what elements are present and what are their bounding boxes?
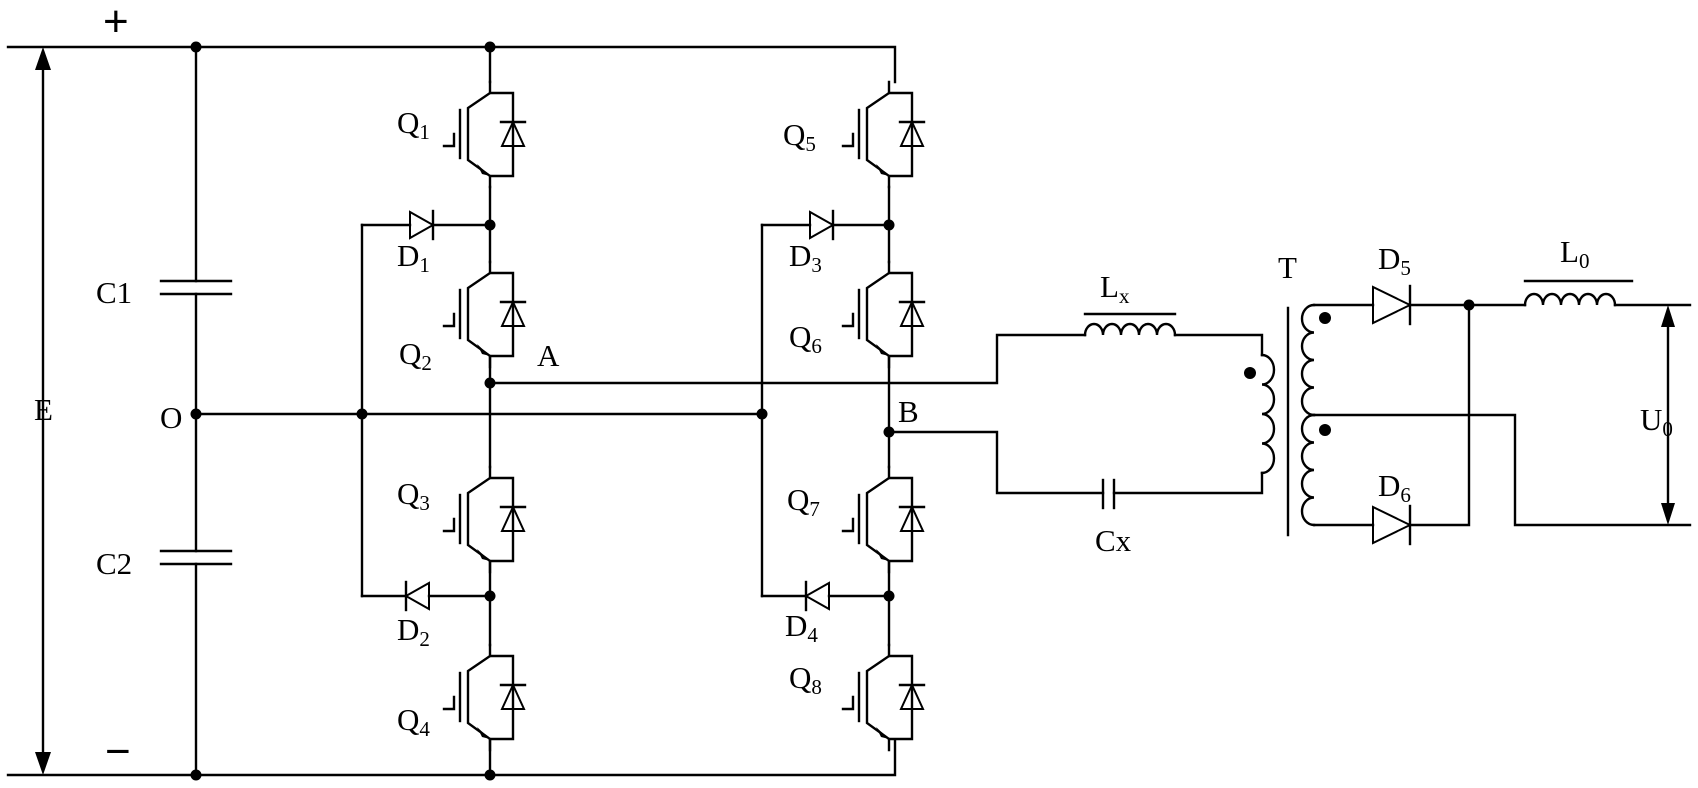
switch-q2-label: Q2 xyxy=(399,336,432,375)
clamp-diode-d2 xyxy=(403,580,430,612)
junction-dots xyxy=(190,41,1475,781)
clamp-diode-d4-label: D4 xyxy=(785,608,818,647)
primary-polarity-dot xyxy=(1244,367,1256,379)
clamp-diode-d3-label: D3 xyxy=(789,238,822,277)
source-voltage-arrow xyxy=(35,47,51,775)
positive-rail xyxy=(6,45,897,84)
clamp-diode-d1 xyxy=(409,209,436,241)
capacitor-c2-label: C2 xyxy=(96,546,132,581)
negative-rail xyxy=(6,738,897,777)
capacitor-c1-label: C1 xyxy=(96,275,132,310)
switch-q5-label: Q5 xyxy=(783,117,816,156)
clamp-diode-d4 xyxy=(803,580,830,612)
switch-q4-label: Q4 xyxy=(397,702,430,741)
node-b-label: B xyxy=(898,394,919,429)
igbt-switch-q8 xyxy=(841,643,926,752)
output-rectifier xyxy=(1312,284,1692,546)
switch-q6-label: Q6 xyxy=(789,319,822,358)
negative-sign: − xyxy=(105,727,131,776)
source-voltage-label: E xyxy=(34,392,53,427)
resonant-capacitor-cx xyxy=(1101,471,1264,510)
igbt-switch-q4 xyxy=(442,643,527,752)
secondary-top-polarity-dot xyxy=(1319,312,1331,324)
igbt-switches xyxy=(442,80,926,752)
switch-q8-label: Q8 xyxy=(789,660,822,699)
capacitor-cx-label: Cx xyxy=(1095,523,1132,558)
output-voltage-arrow xyxy=(1661,305,1675,525)
positive-sign: + xyxy=(103,0,129,46)
igbt-switch-q2 xyxy=(442,260,527,369)
secondary-bottom-polarity-dot xyxy=(1319,424,1331,436)
capacitor-c2 xyxy=(159,412,233,777)
output-inductor-l0 xyxy=(1523,279,1692,307)
igbt-switch-q5 xyxy=(841,80,926,189)
neutral-point-label: O xyxy=(160,400,182,435)
igbt-switch-q6 xyxy=(841,260,926,369)
igbt-switch-q1 xyxy=(442,80,527,189)
switch-q1-label: Q1 xyxy=(397,105,430,144)
switch-q7-label: Q7 xyxy=(787,482,820,521)
inductor-lx-label: Lx xyxy=(1100,269,1130,308)
switch-q3-label: Q3 xyxy=(397,476,430,515)
igbt-switch-q7 xyxy=(841,465,926,574)
rectifier-diode-d6-label: D6 xyxy=(1378,468,1411,507)
inductor-l0-label: L0 xyxy=(1560,234,1589,273)
clamp-diode-d2-label: D2 xyxy=(397,612,430,651)
resonant-inductor-lx xyxy=(1083,312,1264,357)
leg-a-wiring xyxy=(360,185,1087,647)
capacitor-c1 xyxy=(159,45,233,416)
igbt-switch-q3 xyxy=(442,465,527,574)
node-a-label: A xyxy=(537,338,560,373)
clamp-diode-d1-label: D1 xyxy=(397,238,430,277)
rectifier-diode-d5-label: D5 xyxy=(1378,241,1411,280)
transformer-label: T xyxy=(1278,250,1297,285)
transformer xyxy=(1244,303,1331,537)
output-voltage-label: U0 xyxy=(1640,402,1673,441)
clamp-diode-d3 xyxy=(809,209,836,241)
leg-b-wiring xyxy=(760,185,1105,647)
